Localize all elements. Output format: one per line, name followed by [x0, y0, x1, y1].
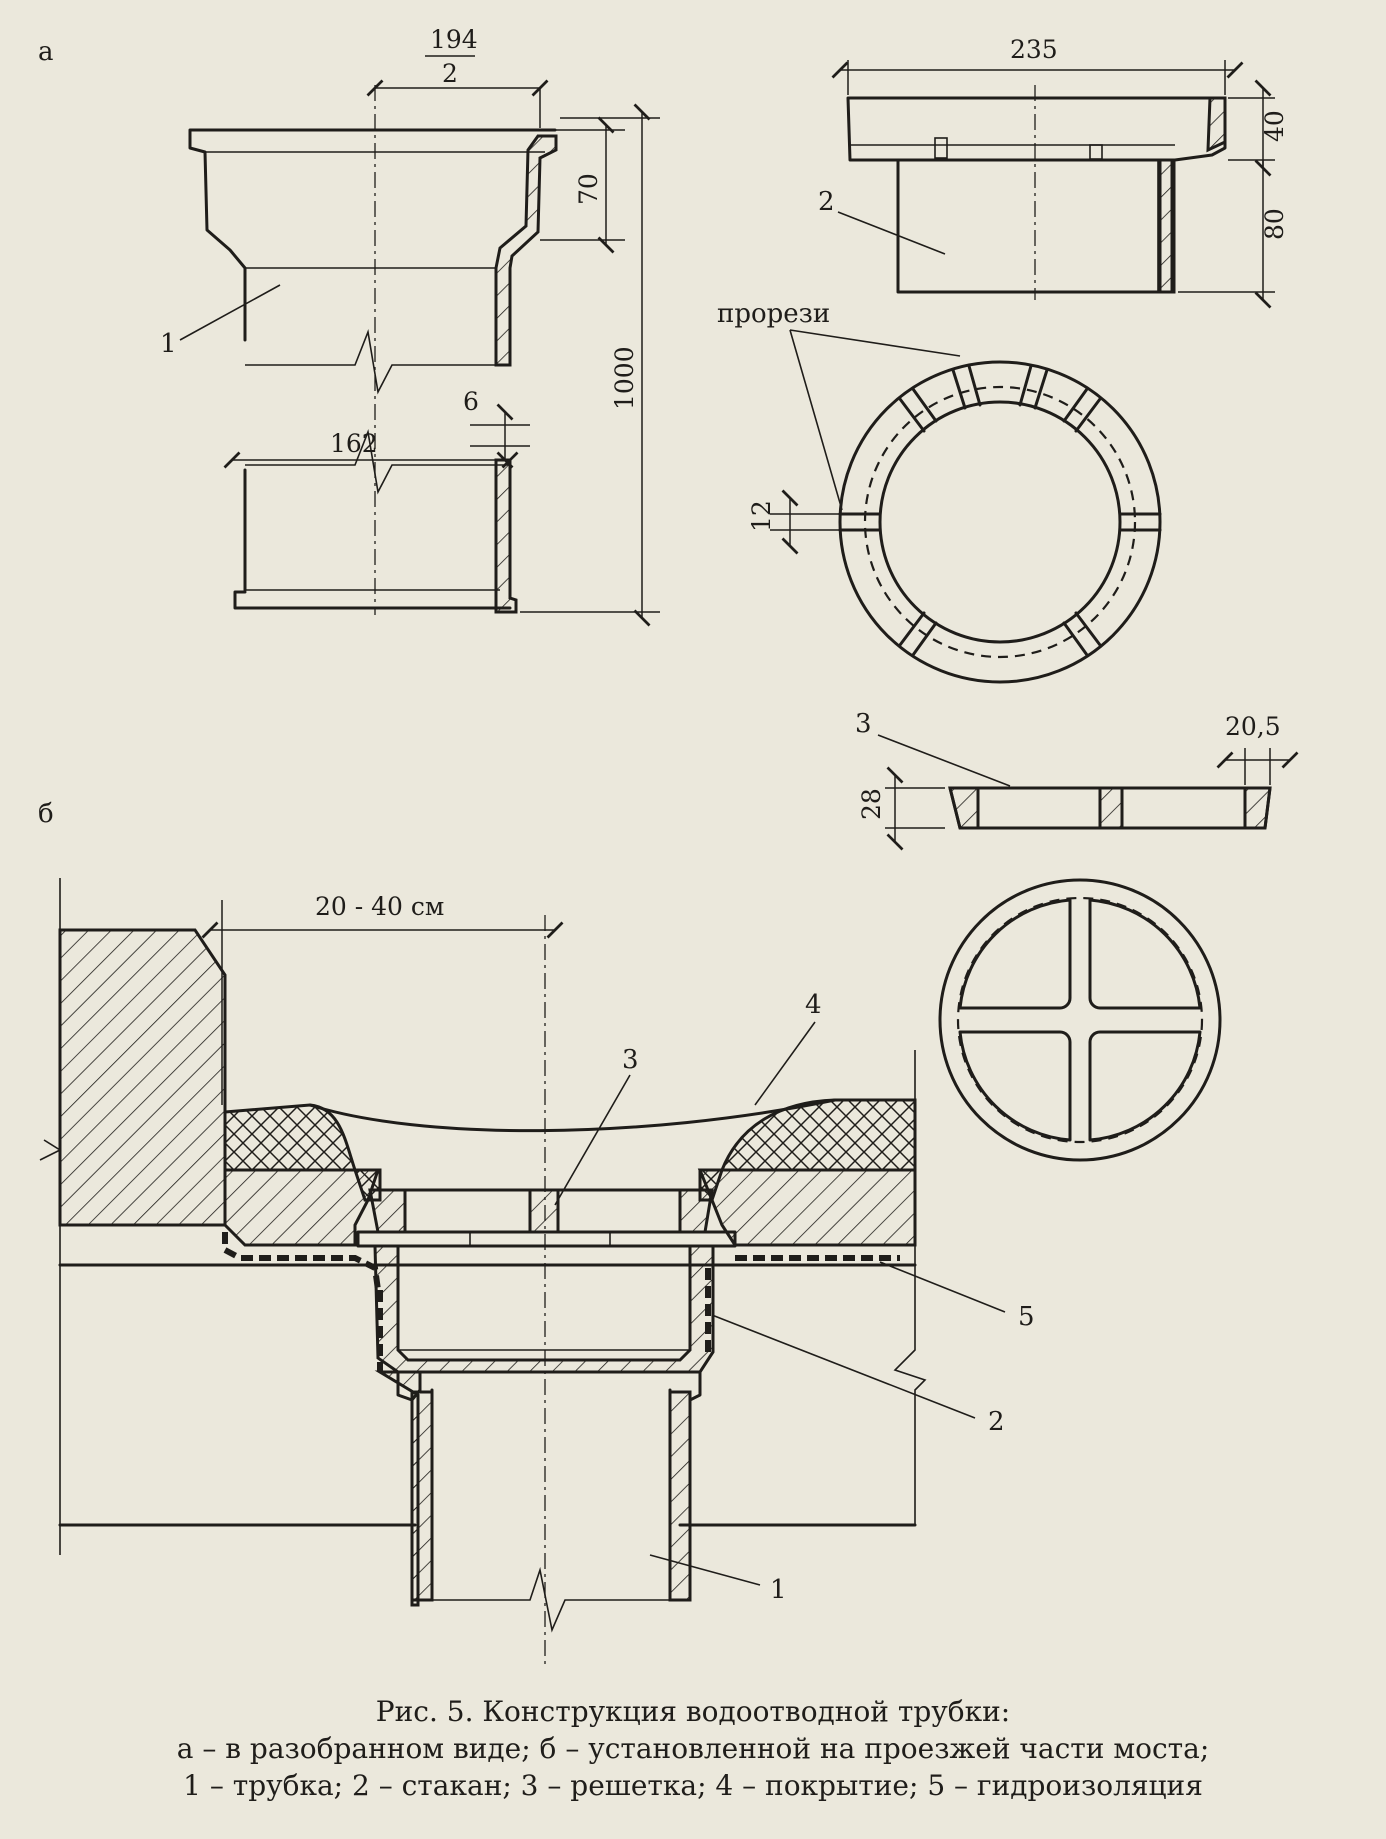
dim-inner-diameter-value: 162 — [330, 429, 378, 458]
dim-half-width-denominator: 2 — [442, 59, 458, 88]
callout-pipe-a: 1 — [160, 329, 177, 359]
dim-total-length-value: 1000 — [610, 346, 639, 410]
callout-waterproofing-b: 5 — [1018, 1302, 1035, 1332]
dim-wall-thickness: 6 — [463, 387, 530, 469]
dim-half-width: 194 2 — [366, 25, 549, 128]
cup-elevation-view: 235 40 80 2 — [818, 35, 1289, 309]
panel-label-a: а — [38, 37, 54, 67]
dim-grate-height: 28 — [857, 766, 945, 851]
dim-socket-height-value: 70 — [574, 173, 603, 205]
dim-inner-diameter: 162 — [223, 429, 519, 469]
callout-cup-b: 2 — [988, 1407, 1005, 1437]
dim-grate-rim: 20,5 — [1216, 712, 1299, 785]
panel-label-b: б — [38, 799, 54, 829]
callout-slots: прорези — [717, 299, 830, 329]
callout-grate-b: 3 — [622, 1045, 639, 1075]
dim-cup-rim-height-value: 40 — [1260, 110, 1289, 142]
dim-half-width-numerator: 194 — [430, 25, 478, 54]
dim-socket-height: 70 — [540, 116, 625, 254]
dim-cup-rim-height: 40 — [1228, 79, 1289, 177]
caption-line-1: а – в разобранном виде; б – установленно… — [176, 1732, 1210, 1765]
dim-slot-width: 12 — [747, 489, 840, 555]
dim-offset-range-value: 20 - 40 см — [315, 892, 444, 921]
callout-pipe-b: 1 — [770, 1575, 787, 1605]
callout-grate-a: 3 — [855, 709, 872, 739]
dim-total-length: 1000 — [520, 103, 660, 627]
dim-slot-width-value: 12 — [747, 500, 776, 532]
dim-cup-body-height: 80 — [1178, 160, 1289, 309]
caption-title: Рис. 5. Конструкция водоотводной трубки: — [375, 1695, 1011, 1728]
dim-grate-height-value: 28 — [857, 788, 886, 820]
figure-caption: Рис. 5. Конструкция водоотводной трубки:… — [0, 1693, 1386, 1804]
cup-plan-view: прорези 12 — [717, 299, 1162, 684]
grate-plan-view — [938, 878, 1222, 1162]
slots — [838, 364, 1162, 657]
grate-section-view: 20,5 28 3 — [855, 709, 1299, 851]
caption-line-2: 1 – трубка; 2 – стакан; 3 – решетка; 4 –… — [183, 1769, 1203, 1802]
dim-cup-body-height-value: 80 — [1260, 208, 1289, 240]
callout-cup-a: 2 — [818, 187, 835, 217]
pipe-elevation-view: а 194 2 70 — [38, 25, 660, 627]
dim-cup-width: 235 — [831, 35, 1244, 95]
callout-cover-b: 4 — [805, 990, 822, 1020]
dim-offset-range: 20 - 40 см — [201, 892, 564, 1105]
installed-assembly-view: б — [38, 799, 1035, 1665]
dim-grate-rim-value: 20,5 — [1225, 712, 1281, 741]
dim-wall-thickness-value: 6 — [463, 387, 479, 416]
dim-cup-width-value: 235 — [1010, 35, 1058, 64]
